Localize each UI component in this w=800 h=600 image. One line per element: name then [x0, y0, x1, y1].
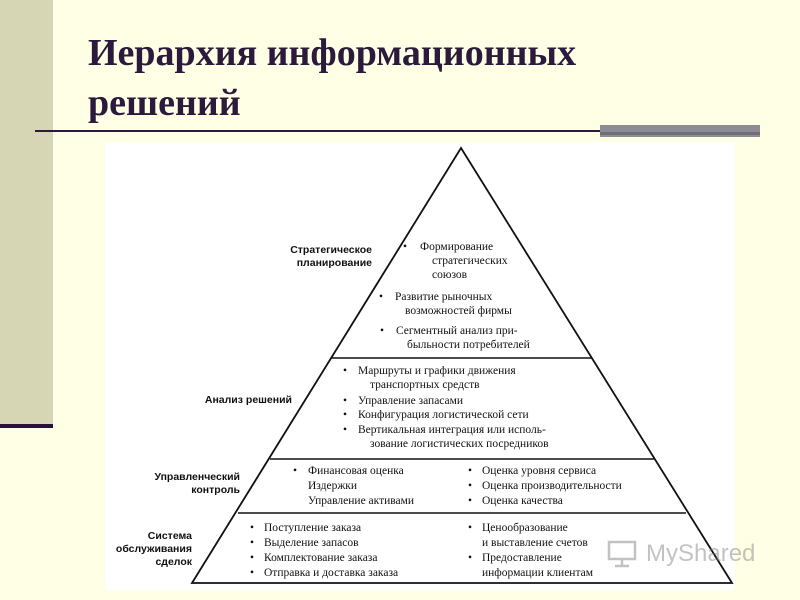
- list-item: Вертикальная интеграция или исполь-: [358, 424, 546, 436]
- watermark: MyShared: [606, 538, 776, 572]
- list-item: •: [250, 552, 255, 564]
- list-item: Издержки: [308, 480, 358, 492]
- title-divider-accent-shade: [600, 132, 760, 135]
- list-item: и выставление счетов: [482, 537, 588, 549]
- list-item: транспортных средств: [370, 379, 480, 391]
- list-item: •: [343, 409, 348, 421]
- list-item: •: [379, 291, 384, 303]
- list-item: •: [468, 495, 473, 507]
- list-item: •: [468, 465, 473, 477]
- list-item: информации клиентам: [482, 567, 594, 579]
- list-item: Комплектование заказа: [264, 552, 378, 564]
- list-item: •: [250, 522, 255, 534]
- list-item: Оценка уровня сервиса: [482, 465, 597, 477]
- list-item: Предоставление: [482, 552, 562, 564]
- list-item: •: [250, 537, 255, 549]
- level-label-strategic: Стратегическое планирование: [290, 244, 372, 269]
- list-item: •: [343, 365, 348, 377]
- list-item: •: [468, 522, 473, 534]
- list-item: •: [403, 241, 408, 253]
- title-line-1: Иерархия информационных: [88, 32, 577, 74]
- list-item: •: [343, 395, 348, 407]
- slide-title: Иерархия информационных решений: [88, 28, 708, 128]
- list-item: возможностей фирмы: [405, 305, 512, 317]
- list-item: •: [468, 480, 473, 492]
- list-item: Сегментный анализ при-: [396, 325, 518, 337]
- list-item: •: [293, 465, 298, 477]
- list-item: Управление активами: [308, 495, 415, 507]
- list-item: Управление запасами: [358, 395, 464, 407]
- title-divider: [35, 130, 605, 132]
- diagram-panel: [105, 142, 735, 590]
- list-item: Оценка производительности: [482, 480, 622, 492]
- list-item: Отправка и доставка заказа: [264, 567, 399, 579]
- list-item: стратегических: [432, 255, 508, 267]
- level-label-transactions: Система обслуживания сделок: [115, 530, 192, 568]
- list-item: Маршруты и графики движения: [358, 365, 516, 377]
- list-item: Конфигурация логистической сети: [358, 409, 529, 421]
- title-line-2: решений: [88, 82, 241, 124]
- list-item: Развитие рыночных: [395, 291, 493, 303]
- side-decor-bar: [0, 0, 53, 428]
- list-item: Выделение запасов: [264, 537, 359, 549]
- pyramid-outline: [190, 146, 734, 584]
- list-item: Оценка качества: [482, 495, 563, 507]
- presentation-icon: [607, 540, 637, 568]
- list-item: Финансовая оценка: [308, 465, 404, 477]
- list-item: Поступление заказа: [264, 522, 362, 534]
- list-item: •: [250, 567, 255, 579]
- side-decor-accent: [0, 424, 53, 428]
- list-item: •: [343, 424, 348, 436]
- list-item: зование логистических посредников: [370, 438, 549, 450]
- watermark-text: MyShared: [646, 540, 756, 567]
- list-item: Ценообразование: [482, 522, 568, 534]
- list-item: •: [468, 552, 473, 564]
- list-item: быльности потребителей: [407, 339, 530, 351]
- list-item: Формирование: [420, 241, 494, 253]
- list-item: союзов: [432, 269, 468, 281]
- list-item: •: [380, 325, 385, 337]
- level-label-analysis: Анализ решений: [204, 394, 292, 406]
- level-label-control: Управленческий контроль: [154, 471, 240, 496]
